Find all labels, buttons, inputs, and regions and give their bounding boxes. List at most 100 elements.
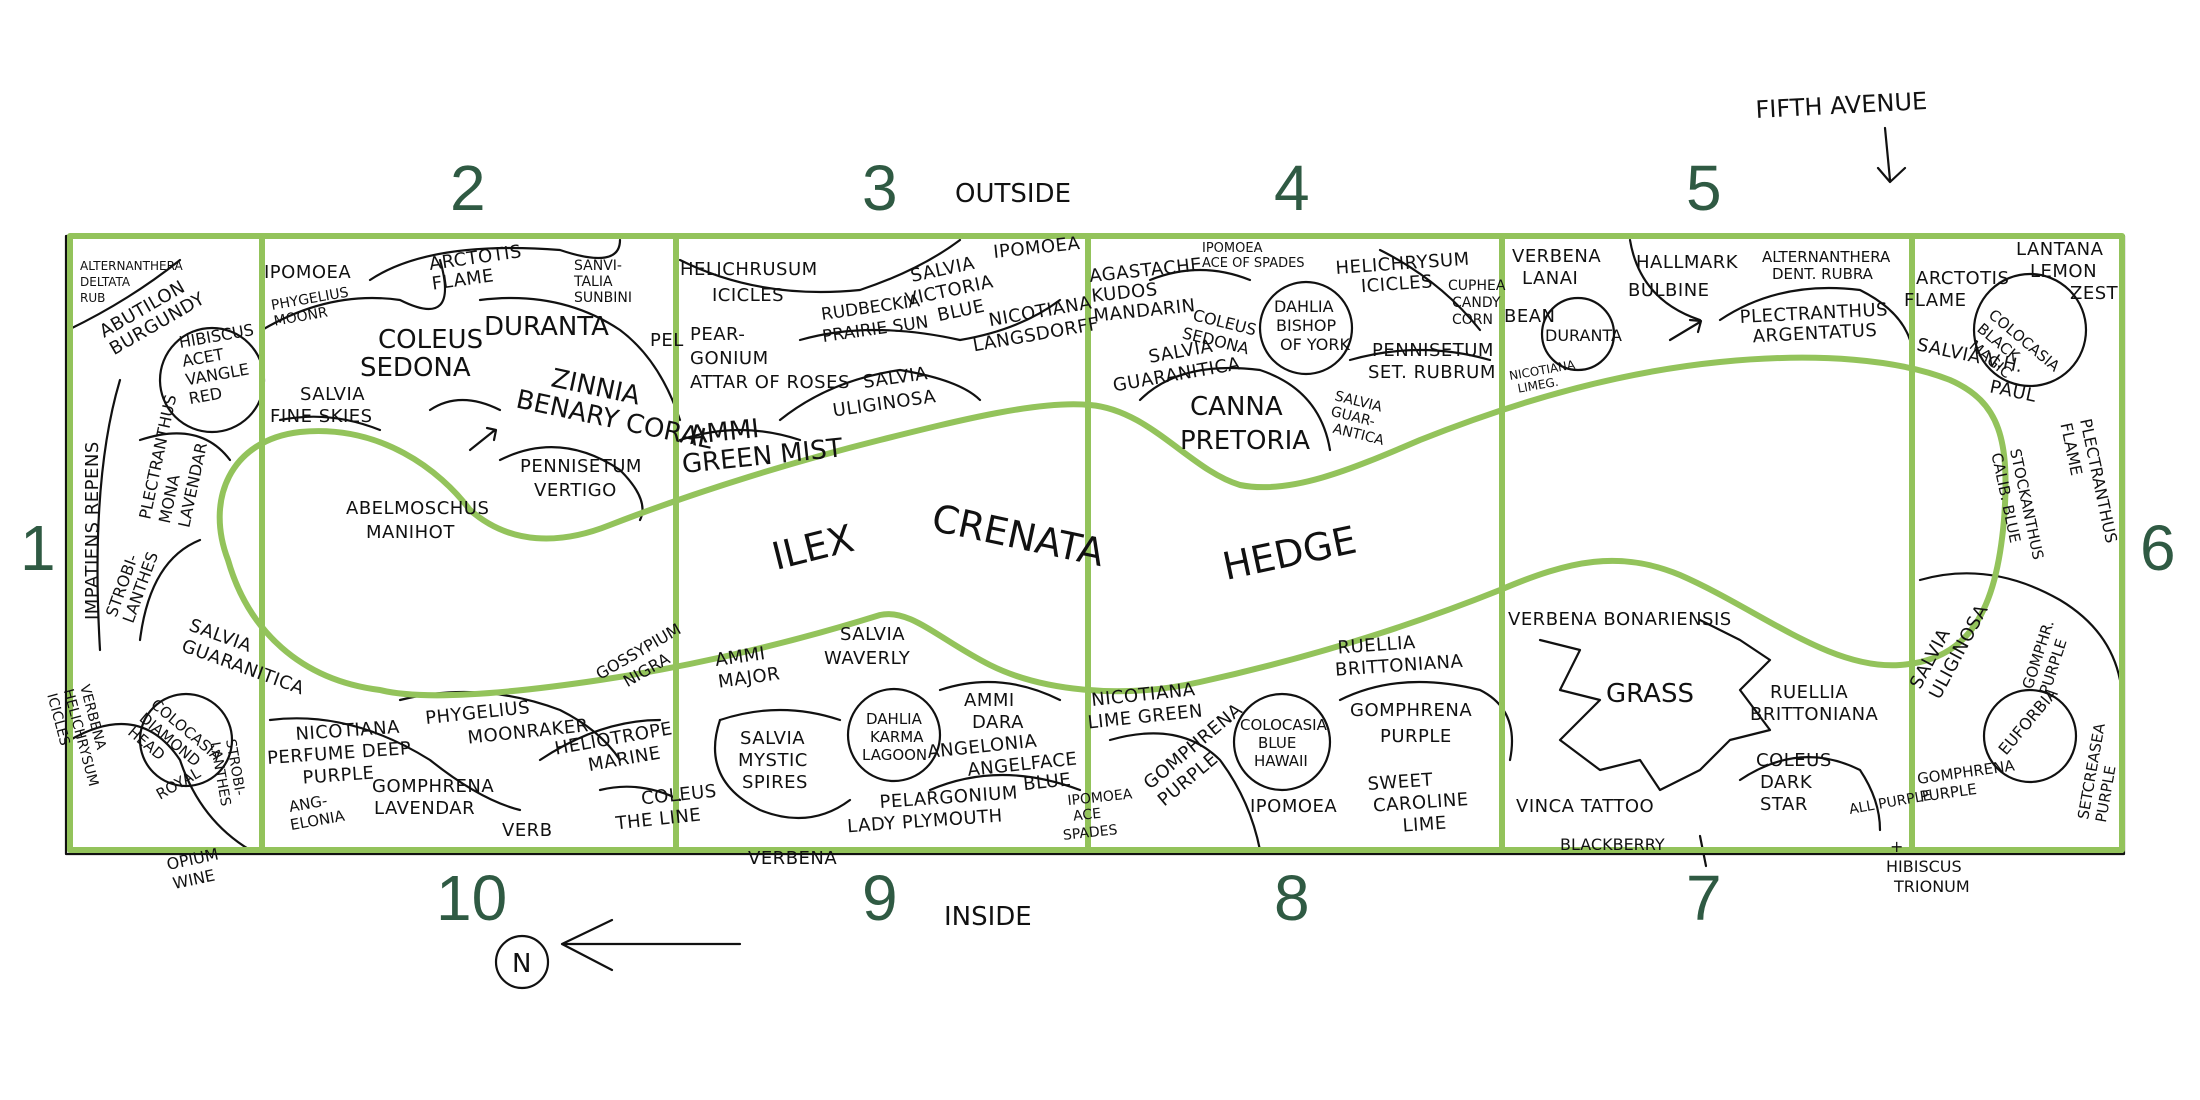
dahlia-circle <box>1258 280 1354 376</box>
fifth-ave-arrow <box>1876 126 1907 184</box>
divider-curve <box>268 717 522 812</box>
hedge-outline <box>216 354 2009 699</box>
divider-curve <box>598 785 682 802</box>
plant-label: GOMPHRENAPURPLE <box>1916 756 2019 805</box>
section-grid <box>67 233 2125 853</box>
plant-label: NICOTIANALANGSDORFF <box>967 292 1100 357</box>
plant-label: VERBENA <box>748 848 837 869</box>
colocasia-blue-circle <box>1232 692 1332 792</box>
plant-label: IPOMOEA <box>264 262 351 283</box>
divider-curve <box>1138 366 1332 452</box>
divider-curve <box>1378 248 1482 332</box>
duranta-circle <box>1540 296 1616 372</box>
divider-curve <box>678 428 802 442</box>
plant-label: DURANTA <box>1545 326 1622 345</box>
plant-label: PLECTRANTHUSARGENTATUS <box>1739 299 1889 348</box>
plant-label: RUDBECKIAPRAIRIE SUN <box>818 291 930 347</box>
divider-curve <box>798 298 1062 342</box>
section-number-3: 3 <box>862 152 898 224</box>
divider-curve <box>1718 286 1912 342</box>
section-number-5: 5 <box>1686 152 1722 224</box>
divider-curve <box>538 718 662 762</box>
section-number-2: 2 <box>450 152 486 224</box>
section-number-6: 6 <box>2140 512 2176 584</box>
plant-label: PELARGONIUMLADY PLYMOUTH <box>845 782 1020 837</box>
dahlia-karma-circle <box>846 687 942 783</box>
inside-label: INSIDE <box>944 902 1032 932</box>
plant-label: ANGELONIAANGELFACEBLUE <box>926 727 1080 805</box>
north-arrow <box>560 918 742 972</box>
north-circle <box>494 934 550 990</box>
hedge-label-hedge: HEDGE <box>1219 518 1361 589</box>
hedge-label-crenata: CRENATA <box>928 496 1108 575</box>
plant-label: ARCTOTISFLAME <box>428 241 526 295</box>
plant-label: BLACKBERRY <box>1560 835 1665 854</box>
divider-curve <box>1348 348 1492 362</box>
section-number-4: 4 <box>1274 152 1310 224</box>
plant-label: HIBISCUSACETVANGLERED <box>177 320 265 408</box>
divider-curve <box>938 680 1062 702</box>
plant-label: PLECTRANTHUSFLAME <box>2057 417 2121 549</box>
plant-label: VINCA TATTOO <box>1516 796 1654 817</box>
section-number-7: 7 <box>1686 862 1722 934</box>
divider-curve <box>1338 680 1514 762</box>
euforbia-circle <box>1982 688 2078 784</box>
divider-curve <box>1148 268 1252 282</box>
divider-curve <box>260 258 447 332</box>
divider-curve <box>1738 756 1882 832</box>
plant-label: SETCREASEAPURPLE <box>2074 721 2126 824</box>
section-number-9: 9 <box>862 862 898 934</box>
section-number-10: 10 <box>436 862 507 934</box>
north-label: N <box>512 949 531 979</box>
divider-curve <box>1108 732 1262 852</box>
hedge-label-ilex: ILEX <box>768 516 859 579</box>
divider-curve <box>138 432 232 462</box>
divider-curve <box>1918 572 2122 682</box>
plant-label: NICOTIANALIME GREEN <box>1084 679 1204 734</box>
plant-label: SALVIAGUAR-ANTICA <box>1325 388 1393 449</box>
plant-label: AMMIMAJOR <box>714 641 782 692</box>
grid-outline <box>67 233 2125 853</box>
plant-label: ANG-ELONIA <box>286 789 347 834</box>
divider-curve <box>368 238 622 282</box>
plant-label: IPOMOEAACESPADES <box>1059 786 1137 843</box>
divider-curve <box>278 415 382 432</box>
plant-label: NICOTIANAPERFUME DEEPPURPLE <box>265 716 414 791</box>
plant-label: BEAN <box>1504 306 1556 327</box>
plant-label: SALVIAULIGINOSA <box>1906 591 1993 703</box>
divider-curve <box>428 399 502 412</box>
plant-label: EUFORBIA <box>1995 684 2062 759</box>
plant-label: STROBI-LANTHES <box>102 543 162 625</box>
plant-label: GRASS <box>1606 679 1694 709</box>
divider-curve <box>928 773 1082 792</box>
divider-curve <box>713 718 852 820</box>
plant-label: VERBENAHELICHRYSUMICICLES <box>43 683 117 793</box>
plant-label: PHYGELIUSMOONR <box>270 285 353 330</box>
divider-curve <box>66 258 182 332</box>
plant-label: SWEETCAROLINELIME <box>1367 767 1471 839</box>
section-number-1: 1 <box>20 512 56 584</box>
divider-curve <box>68 722 252 852</box>
